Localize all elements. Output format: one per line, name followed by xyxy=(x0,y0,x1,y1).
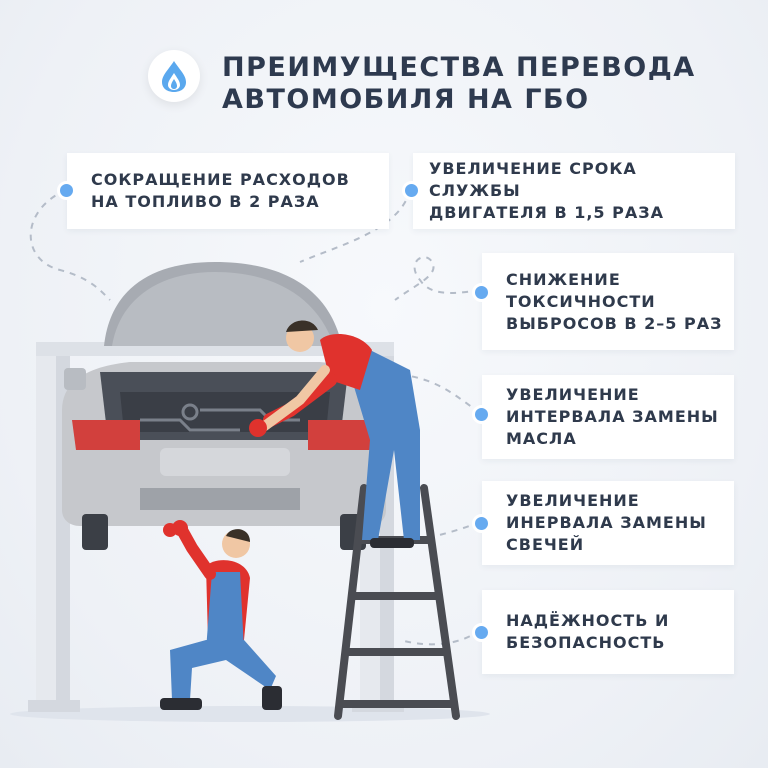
title-line-1: ПРЕИМУЩЕСТВА ПЕРЕВОДА xyxy=(222,52,696,83)
bullet-dot xyxy=(472,283,491,302)
bullet-dot xyxy=(472,514,491,533)
ladder xyxy=(334,484,460,720)
mechanic-kneeling xyxy=(160,520,282,710)
benefit-text: УВЕЛИЧЕНИЕ СРОКА СЛУЖБЫ ДВИГАТЕЛЯ В 1,5 … xyxy=(429,159,664,222)
benefit-card-engine-life: УВЕЛИЧЕНИЕ СРОКА СЛУЖБЫ ДВИГАТЕЛЯ В 1,5 … xyxy=(413,153,735,229)
benefit-card-spark-plugs: УВЕЛИЧЕНИЕ ИНЕРВАЛА ЗАМЕНЫ СВЕЧЕЙ xyxy=(482,481,734,565)
benefit-text: СОКРАЩЕНИЕ РАСХОДОВ НА ТОПЛИВО В 2 РАЗА xyxy=(91,170,350,211)
bullet-dot xyxy=(472,405,491,424)
car xyxy=(62,262,386,550)
benefit-text: УВЕЛИЧЕНИЕ ИНТЕРВАЛА ЗАМЕНЫ МАСЛА xyxy=(506,385,719,448)
benefit-text: УВЕЛИЧЕНИЕ ИНЕРВАЛА ЗАМЕНЫ СВЕЧЕЙ xyxy=(506,491,707,554)
bullet-dot xyxy=(472,623,491,642)
benefit-text: СНИЖЕНИЕ ТОКСИЧНОСТИ ВЫБРОСОВ В 2–5 РАЗ xyxy=(506,269,723,333)
benefit-card-emissions: СНИЖЕНИЕ ТОКСИЧНОСТИ ВЫБРОСОВ В 2–5 РАЗ xyxy=(482,253,734,350)
bullet-dot xyxy=(57,181,76,200)
lift-left-post xyxy=(28,342,80,712)
mechanic-on-ladder xyxy=(249,320,420,548)
bullet-dot xyxy=(402,181,421,200)
benefit-card-fuel-savings: СОКРАЩЕНИЕ РАСХОДОВ НА ТОПЛИВО В 2 РАЗА xyxy=(67,153,389,229)
benefit-card-reliability: НАДЁЖНОСТЬ И БЕЗОПАСНОСТЬ xyxy=(482,590,734,674)
gas-flame-icon xyxy=(148,50,200,102)
benefit-text: НАДЁЖНОСТЬ И БЕЗОПАСНОСТЬ xyxy=(506,611,670,652)
title-line-2: АВТОМОБИЛЯ НА ГБО xyxy=(222,84,590,115)
benefit-card-oil-interval: УВЕЛИЧЕНИЕ ИНТЕРВАЛА ЗАМЕНЫ МАСЛА xyxy=(482,375,734,459)
page-title: ПРЕИМУЩЕСТВА ПЕРЕВОДА АВТОМОБИЛЯ НА ГБО xyxy=(222,52,696,116)
floor-shadow xyxy=(10,706,490,722)
